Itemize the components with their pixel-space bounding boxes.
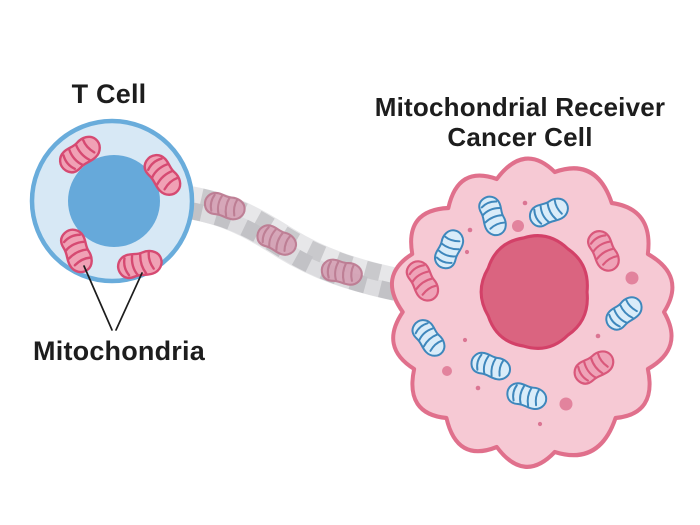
cancer-cell-nucleus bbox=[479, 234, 589, 350]
cancer-cell-granules bbox=[442, 200, 639, 427]
granule bbox=[442, 366, 452, 376]
t-cell-nucleus bbox=[68, 155, 160, 247]
speck bbox=[537, 421, 543, 427]
nanotube-mitochondria bbox=[201, 189, 365, 288]
cancer-cell bbox=[389, 156, 675, 469]
nanotube-mitochondrion bbox=[252, 221, 301, 260]
granule bbox=[512, 220, 524, 232]
pointer-line-left bbox=[83, 265, 113, 331]
speck bbox=[595, 333, 601, 339]
t-cell-label: T Cell bbox=[71, 79, 147, 109]
speck bbox=[462, 337, 468, 343]
annotation-pointer-lines bbox=[83, 265, 143, 331]
speck bbox=[475, 385, 481, 391]
speck bbox=[467, 227, 473, 233]
pointer-line-right bbox=[115, 272, 143, 331]
speck bbox=[522, 200, 528, 206]
granule bbox=[559, 397, 573, 411]
cancer-cell-label-line1: Mitochondrial Receiver bbox=[374, 92, 666, 122]
cancer-cell-label-line2: Cancer Cell bbox=[447, 122, 593, 152]
t-cell bbox=[29, 118, 195, 284]
cancer-cell-label: Mitochondrial Receiver Cancer Cell bbox=[348, 92, 692, 152]
speck bbox=[464, 249, 470, 255]
granule bbox=[625, 271, 639, 285]
nanotube-stripes-bottom bbox=[171, 199, 416, 305]
mitochondria-label: Mitochondria bbox=[33, 336, 205, 366]
